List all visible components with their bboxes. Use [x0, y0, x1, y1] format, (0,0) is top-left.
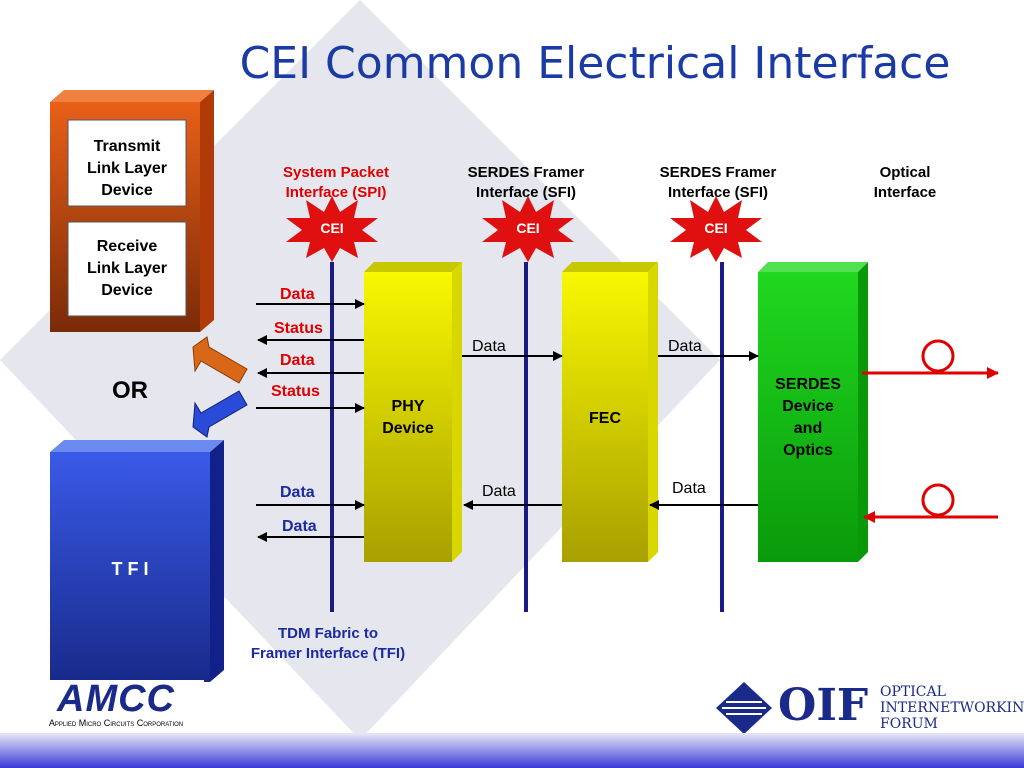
data-label: Data — [472, 338, 506, 355]
data-signal-label: Data — [280, 286, 315, 303]
cei-label: CEI — [704, 220, 728, 236]
data-signal-label: Data — [282, 518, 317, 535]
data-label: Data — [668, 338, 702, 355]
footer-bar — [0, 733, 1024, 768]
optical-interface-label: Optical Interface — [873, 164, 937, 201]
receive-link-layer-label: Receive Link Layer Device — [86, 238, 168, 299]
cei-label: CEI — [516, 220, 540, 236]
sfi-label: SERDES Framer Interface (SFI) — [467, 164, 585, 201]
status-signal-label: Status — [271, 383, 320, 400]
phy-device-box — [364, 262, 462, 562]
oif-subtitle: OPTICAL INTERNETWORKING FORUM — [880, 684, 1024, 732]
cei-star-icon — [482, 196, 574, 262]
or-label: OR — [112, 377, 148, 404]
cei-star-icon — [286, 196, 378, 262]
link-layer-device-box — [50, 90, 214, 332]
fec-label: FEC — [589, 410, 621, 427]
fec-box — [562, 262, 658, 562]
oif-diamond-icon — [716, 682, 772, 734]
sfi-label: SERDES Framer Interface (SFI) — [659, 164, 777, 201]
serdes-device-box — [758, 262, 868, 562]
tfi-box — [50, 440, 224, 682]
amcc-logo-text: AMCC — [57, 678, 175, 720]
oif-logo-text: OIF — [778, 680, 869, 731]
phy-device-label: PHY Device — [382, 398, 434, 437]
transmit-link-layer-label: Transmit Link Layer Device — [86, 138, 168, 199]
data-label: Data — [672, 480, 706, 497]
spi-label: System Packet Interface (SPI) — [283, 164, 389, 201]
cei-label: CEI — [320, 220, 344, 236]
data-label: Data — [482, 483, 516, 500]
tfi-interface-label: TDM Fabric to Framer Interface (TFI) — [250, 625, 406, 662]
amcc-subtitle: Applied Micro Circuits Corporation — [48, 718, 184, 728]
serdes-device-label: SERDES Device and Optics — [775, 376, 841, 459]
page-title: CEI Common Electrical Interface — [239, 38, 951, 89]
cei-star-icon — [670, 196, 762, 262]
tfi-label: T F I — [111, 559, 149, 579]
data-signal-label: Data — [280, 484, 315, 501]
status-signal-label: Status — [274, 320, 323, 337]
blue-arrow-icon — [192, 390, 248, 438]
data-signal-label: Data — [280, 352, 315, 369]
orange-arrow-icon — [192, 336, 248, 384]
amcc-logo: AMCC Applied Micro Circuits Corporation — [28, 680, 204, 734]
